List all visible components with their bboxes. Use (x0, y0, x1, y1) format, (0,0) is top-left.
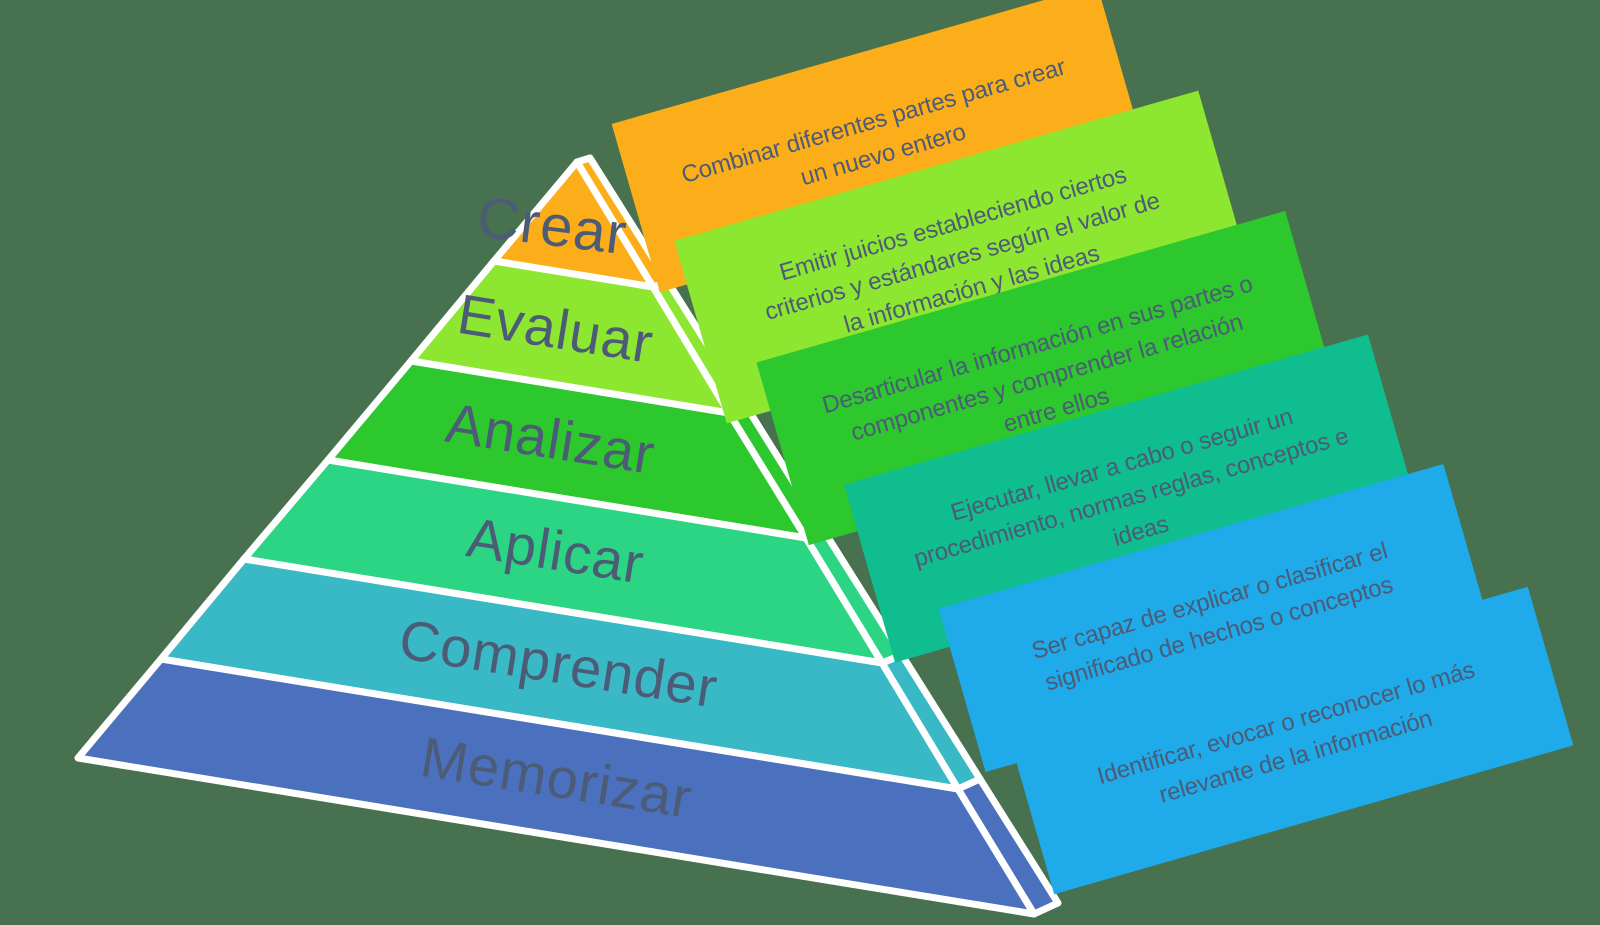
pyramid-level-memorizar-front-face (74, 655, 1038, 918)
